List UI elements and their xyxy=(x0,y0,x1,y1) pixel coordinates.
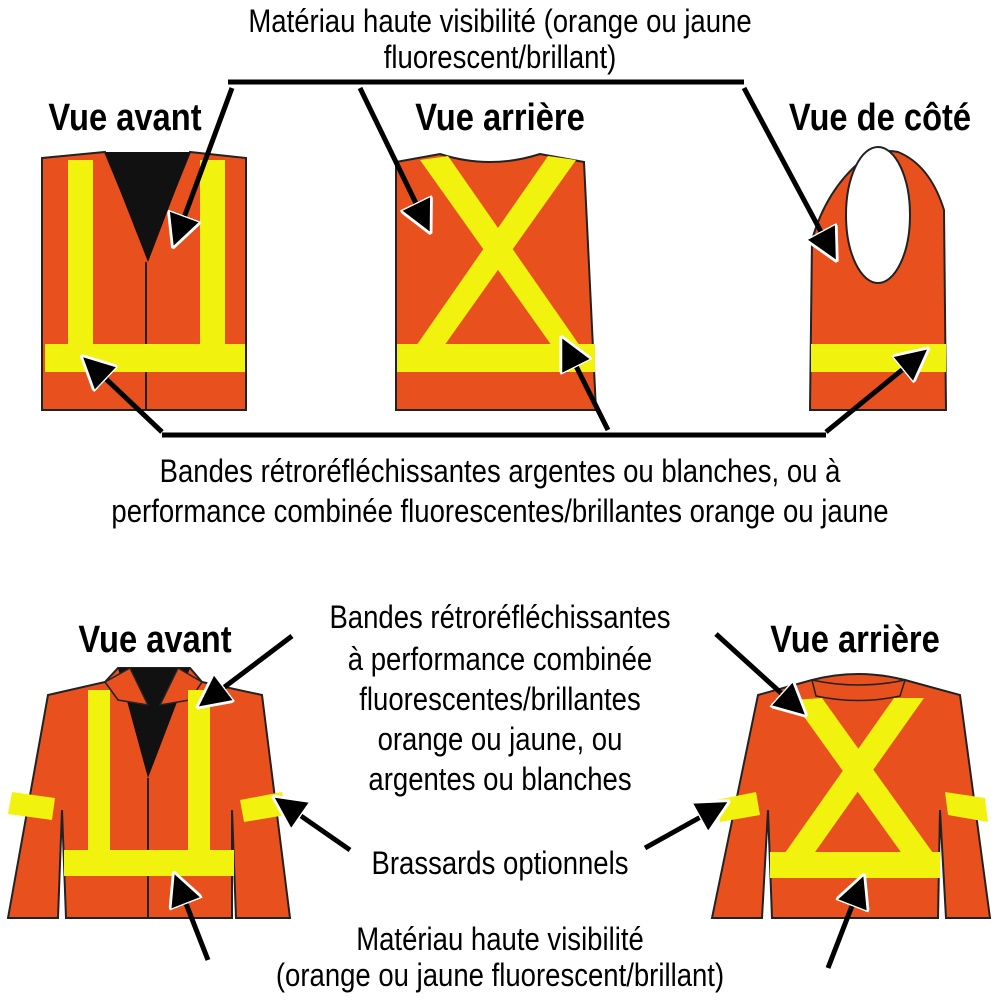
jacket-front xyxy=(6,666,292,919)
top-view-front-heading: Vue avant xyxy=(48,97,202,139)
bottom-armbands-label: Brassards optionnels xyxy=(371,845,629,881)
bottom-view-front-heading: Vue avant xyxy=(78,619,232,661)
bottom-bands-label-line1: Bandes rétroréfléchissantes xyxy=(329,599,671,635)
top-bands-callout-lines xyxy=(86,342,924,438)
bottom-callout-arrows xyxy=(176,632,862,969)
top-material-callout-lines xyxy=(175,79,834,256)
bottom-bands-label-line5: argentes ou blanches xyxy=(368,761,632,797)
top-material-label-line2: fluorescent/brillant) xyxy=(383,39,617,75)
bottom-bands-label-line4: orange ou jaune, ou xyxy=(377,721,623,757)
top-material-label-line1: Matériau haute visibilité (orange ou jau… xyxy=(248,3,752,39)
top-bands-label-line2: performance combinée fluorescentes/brill… xyxy=(111,493,889,529)
vest-side xyxy=(808,146,948,411)
bottom-bands-label-line3: fluorescentes/brillantes xyxy=(359,681,641,717)
bottom-material-label-line2: (orange ou jaune fluorescent/brillant) xyxy=(275,957,725,993)
top-view-back-heading: Vue arrière xyxy=(415,97,585,139)
top-bands-label-line1: Bandes rétroréfléchissantes argentes ou … xyxy=(159,453,841,489)
top-view-side-heading: Vue de côté xyxy=(788,97,972,139)
bottom-material-label-line1: Matériau haute visibilité xyxy=(356,921,644,957)
vest-back xyxy=(395,152,598,411)
vest-front xyxy=(41,150,247,411)
bottom-view-back-heading: Vue arrière xyxy=(770,619,940,661)
jacket-back xyxy=(710,673,992,919)
bottom-bands-label-line2: à performance combinée xyxy=(347,641,653,677)
